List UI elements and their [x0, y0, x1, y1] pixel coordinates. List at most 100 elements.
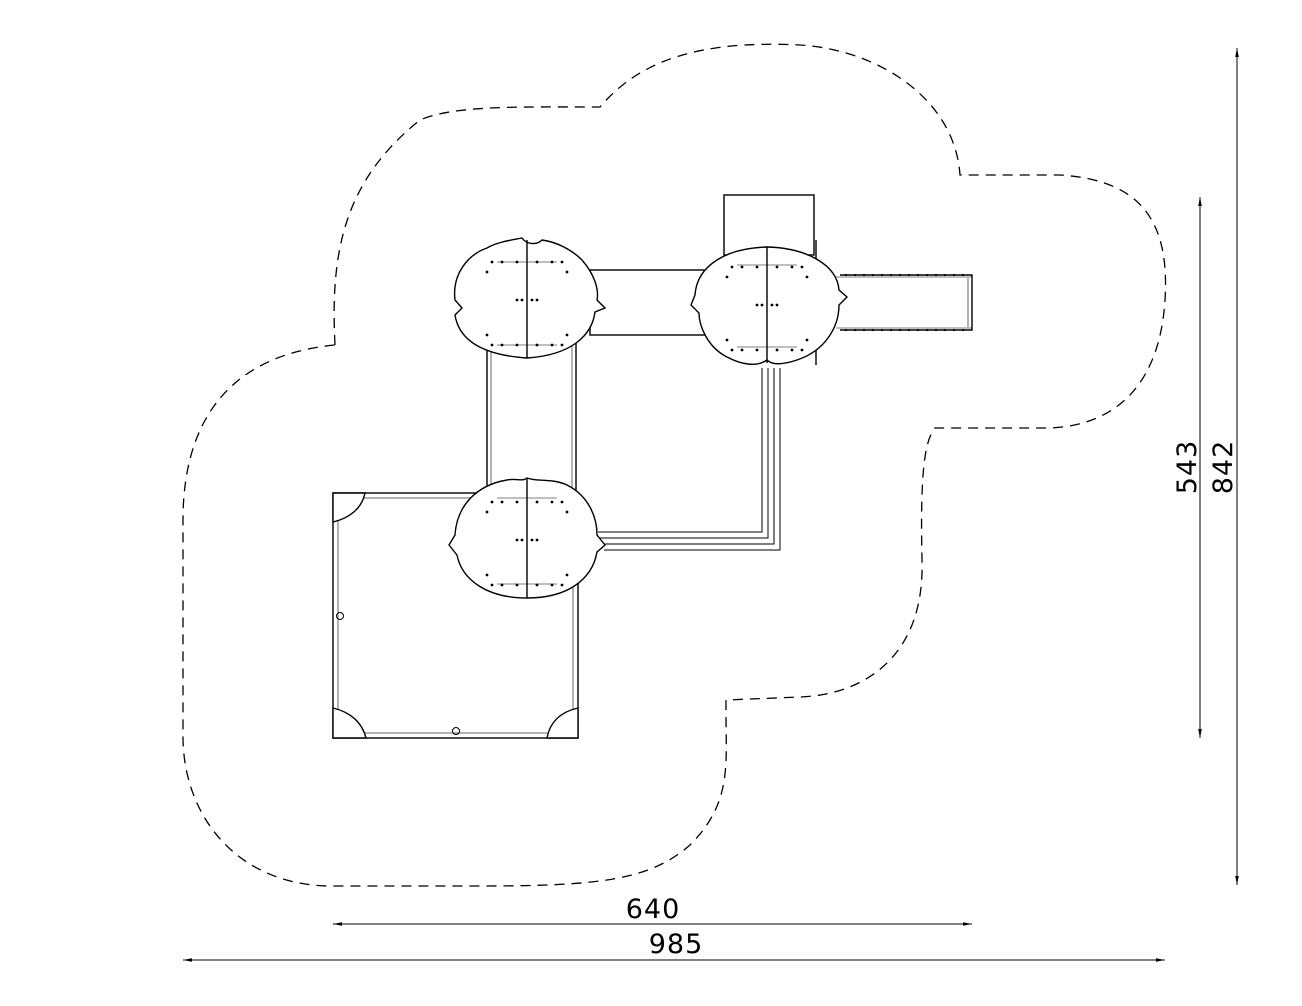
- tower-bolt-dot: [515, 260, 519, 264]
- rail-walkway: [598, 368, 781, 551]
- sandbox-bolt-bottom: [452, 727, 460, 735]
- tower-bolt-dot: [755, 303, 759, 307]
- slide-edge-dot: [961, 328, 965, 332]
- slide-edge-dot: [871, 273, 875, 277]
- tower-bolt-dot: [490, 583, 494, 587]
- tower-bolt-dot: [515, 583, 519, 587]
- tower-bolt-dot: [730, 265, 734, 269]
- slide-edge-dot: [961, 273, 965, 277]
- tower-top-left: [453, 237, 607, 359]
- slide: [836, 273, 973, 332]
- tower-bolt-dot: [520, 298, 524, 302]
- slide-edge-dot: [862, 273, 866, 277]
- slide-edge-dot: [898, 328, 902, 332]
- slide-edge-dot: [952, 328, 956, 332]
- tower-bolt-dot: [560, 583, 564, 587]
- slide-edge-dot: [943, 273, 947, 277]
- dimension-outer-height: 842: [1208, 48, 1239, 885]
- tower-bolt-dot: [500, 500, 504, 504]
- tower-bolt-dot: [790, 265, 794, 269]
- tower-bolt-dot: [760, 303, 764, 307]
- tower-bolt-dot: [725, 338, 729, 342]
- slide-edge-dot: [844, 328, 848, 332]
- slide-edge-dot: [853, 273, 857, 277]
- tower-bolt-dot: [725, 275, 729, 279]
- tower-bolt-dot: [790, 348, 794, 352]
- slide-edge-dot: [934, 328, 938, 332]
- dimension-inner-width-label: 640: [626, 894, 681, 925]
- slide-edge-dot: [844, 273, 848, 277]
- tower-bolt-dot: [535, 260, 539, 264]
- tower-bolt-dot: [755, 348, 759, 352]
- dimension-outer-width: 985: [183, 929, 1165, 962]
- tower-bolt-dot: [485, 510, 489, 514]
- tower-bolt-dot: [565, 510, 569, 514]
- tower-bolt-dot: [500, 583, 504, 587]
- tower-bolt-dot: [515, 298, 519, 302]
- slide-edge-dot: [916, 328, 920, 332]
- tower-bolt-dot: [550, 260, 554, 264]
- tower-bolt-dot: [775, 303, 779, 307]
- tunnel-bridge-horizontal: [589, 269, 706, 336]
- slide-edge-dot: [907, 273, 911, 277]
- dimension-inner-height: 543: [1172, 197, 1203, 738]
- tower-bolt-dot: [805, 275, 809, 279]
- tower-bolt-dot: [565, 333, 569, 337]
- slide-edge-dot: [934, 273, 938, 277]
- tower-bolt-dot: [515, 500, 519, 504]
- slide-edge-dot: [880, 273, 884, 277]
- tower-bolt-dot: [485, 333, 489, 337]
- tower-bolt-dot: [740, 265, 744, 269]
- tower-bolt-dot: [490, 500, 494, 504]
- slide-edge-dot: [952, 273, 956, 277]
- tower-bolt-dot: [560, 500, 564, 504]
- tower-bolt-dot: [560, 343, 564, 347]
- tower-bolt-dot: [535, 298, 539, 302]
- tower-bolt-dot: [550, 500, 554, 504]
- slide-edge-dot: [889, 328, 893, 332]
- slide-edge-dot: [898, 273, 902, 277]
- tower-bolt-dot: [500, 260, 504, 264]
- slide-edge-dot: [943, 328, 947, 332]
- tower-bolt-dot: [775, 265, 779, 269]
- tower-bolt-dot: [755, 265, 759, 269]
- tower-bolt-dot: [490, 343, 494, 347]
- slide-edge-dot: [880, 328, 884, 332]
- tower-bolt-dot: [530, 298, 534, 302]
- tower-bolt-dot: [805, 338, 809, 342]
- slide-edge-dot: [916, 273, 920, 277]
- tower-bolt-dot: [485, 573, 489, 577]
- tower-bolt-dot: [565, 573, 569, 577]
- tower-bolt-dot: [530, 538, 534, 542]
- tower-bolt-dot: [535, 538, 539, 542]
- dimension-outer-height-label: 842: [1208, 440, 1239, 495]
- slide-edge-dot: [862, 328, 866, 332]
- stair-bridge-vertical: [486, 339, 577, 496]
- tower-bolt-dot: [560, 260, 564, 264]
- tower-bolt-dot: [770, 303, 774, 307]
- tower-bolt-dot: [515, 538, 519, 542]
- tower-bolt-dot: [550, 343, 554, 347]
- sandbox-bolt-left: [336, 612, 344, 620]
- tower-bolt-dot: [535, 500, 539, 504]
- tower-bolt-dot: [800, 348, 804, 352]
- sandbox-corner-seat-br: [546, 707, 579, 739]
- tower-bolt-dot: [485, 270, 489, 274]
- tower-bolt-dot: [565, 270, 569, 274]
- sandbox-corner-seat-tl: [332, 492, 366, 523]
- slide-edge-dot: [853, 328, 857, 332]
- slide-edge-dot: [889, 273, 893, 277]
- dimension-outer-width-label: 985: [649, 929, 704, 960]
- safety-zone-outline: [182, 43, 1167, 887]
- tower-bolt-dot: [800, 265, 804, 269]
- tower-bolt-dot: [520, 538, 524, 542]
- dimension-inner-width: 640: [333, 894, 972, 926]
- dimension-inner-height-label: 543: [1172, 440, 1203, 495]
- slide-edge-dot: [871, 328, 875, 332]
- slide-edge-dot: [925, 273, 929, 277]
- tower-bolt-dot: [535, 343, 539, 347]
- tower-bolt-dot: [535, 583, 539, 587]
- tower-bolt-dot: [775, 348, 779, 352]
- slide-edge-dot: [907, 328, 911, 332]
- tower-bolt-dot: [515, 343, 519, 347]
